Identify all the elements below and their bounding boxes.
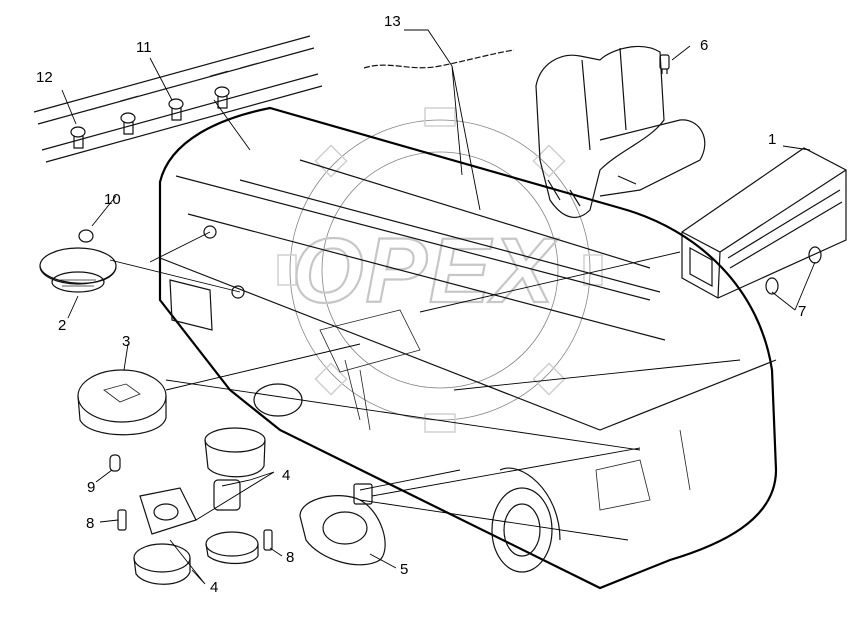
callout-8-right: 8: [286, 549, 294, 566]
seat-assembly: [535, 45, 706, 218]
bulbs-8: [117, 509, 273, 551]
callout-13: 13: [384, 13, 401, 30]
watermark-text: OPEX: [292, 220, 558, 322]
round-lamp-3: [77, 369, 167, 436]
callout-12: 12: [36, 69, 53, 86]
callout-3: 3: [122, 333, 130, 350]
callout-5: 5: [400, 561, 408, 578]
dome-lamp-2: [39, 247, 117, 293]
lamp-assembly-4: [133, 427, 266, 585]
callout-4-upper: 4: [282, 467, 290, 484]
bulb-9: [109, 454, 121, 472]
leader-lines: [61, 29, 816, 585]
bulb-7: [765, 246, 822, 295]
callout-labels: 13 6 1 7 11 12 10 2 3 9 8 4 4 8 5: [36, 13, 806, 596]
opex-watermark: OPEX: [277, 107, 603, 433]
callout-1: 1: [768, 131, 776, 148]
callout-8-left: 8: [86, 515, 94, 532]
callout-2: 2: [58, 317, 66, 334]
light-strip-rail: [33, 35, 323, 163]
callout-9: 9: [87, 479, 95, 496]
step-lamp-5: [299, 483, 386, 566]
callout-10: 10: [104, 191, 121, 208]
bulb-10: [78, 229, 94, 243]
tail-lamp-housing: [681, 147, 847, 299]
wire-harness: [363, 49, 515, 69]
small-bulb-6: [659, 54, 670, 74]
callout-11: 11: [136, 39, 152, 56]
callout-6: 6: [700, 37, 708, 54]
callout-7: 7: [798, 303, 806, 320]
callout-4-lower: 4: [210, 579, 218, 596]
